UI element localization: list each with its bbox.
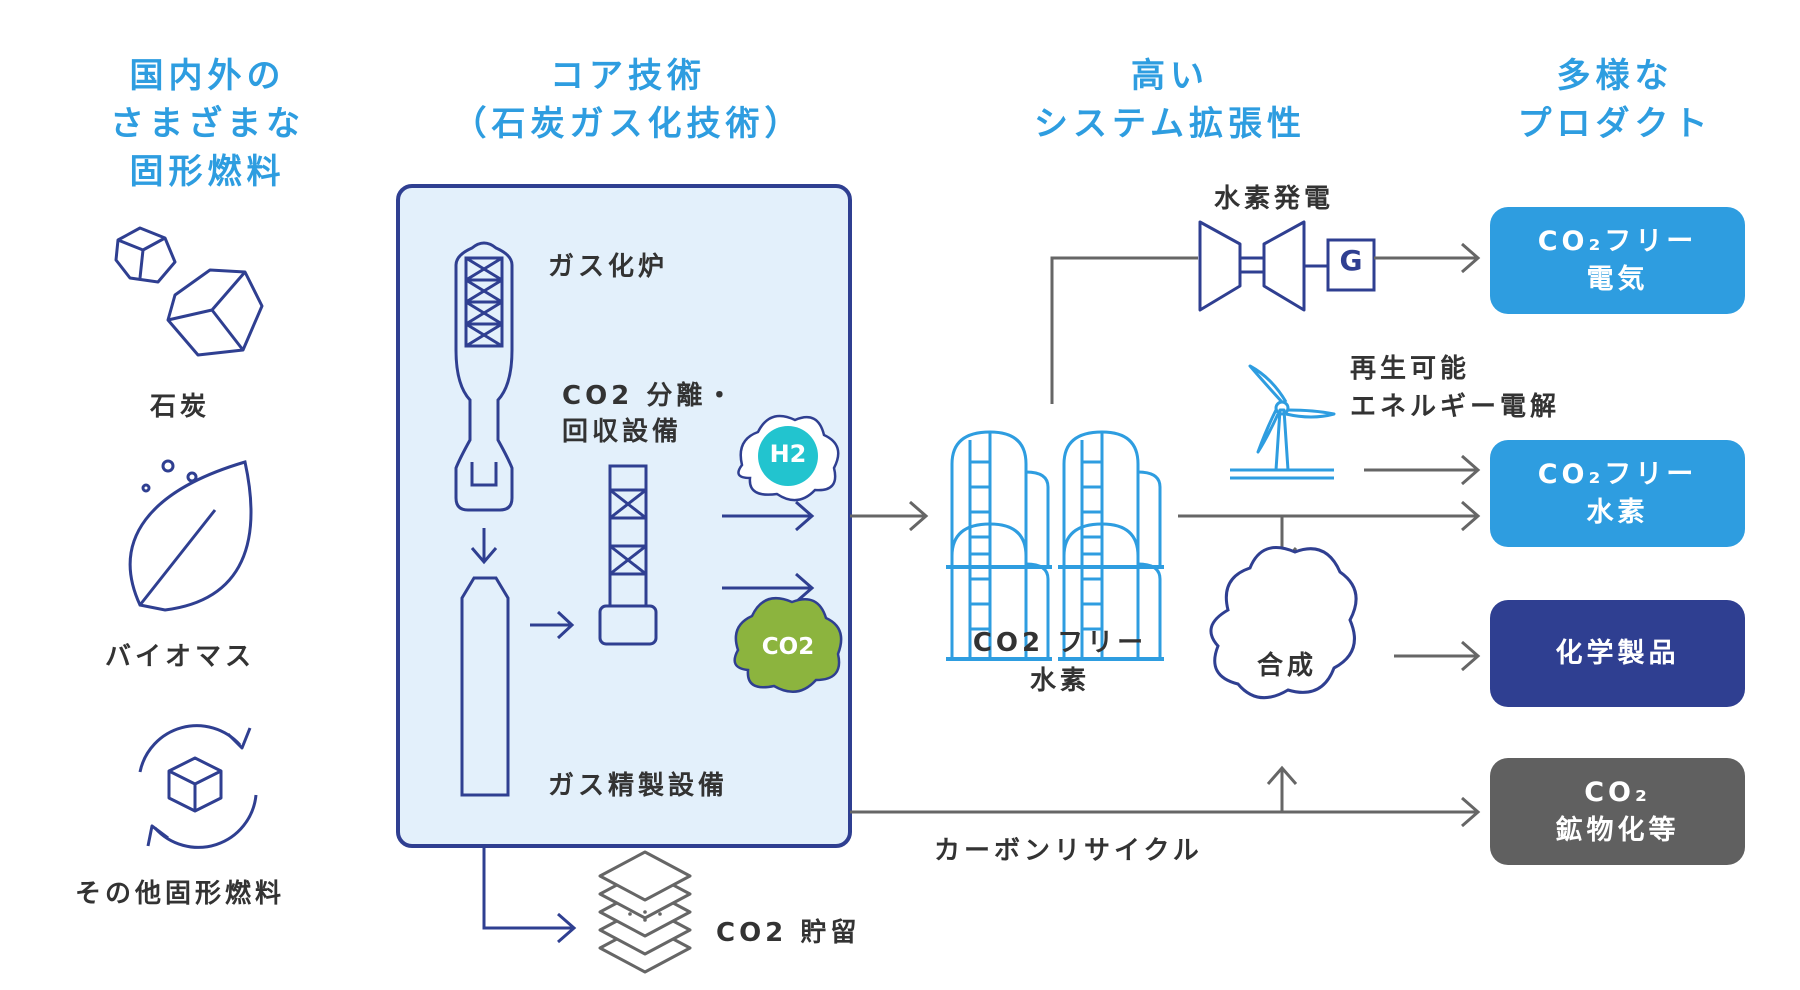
gasifier-label: ガス化炉 xyxy=(548,252,669,282)
gasifier-icon xyxy=(454,241,514,512)
heading-system-line1: 高い xyxy=(1131,56,1209,96)
product-co2free-electricity: CO₂フリー 電気 xyxy=(1490,207,1745,314)
synthesis-label: 合成 xyxy=(1256,651,1317,681)
heading-products-line1: 多様な xyxy=(1556,56,1674,96)
coal-icon xyxy=(114,226,264,357)
arrow-renewable-to-hydrogen xyxy=(1364,454,1481,486)
heading-core-line2: （石炭ガス化技術） xyxy=(452,104,804,144)
co2-storage-line xyxy=(482,846,577,944)
heading-fuels-line1: 国内外の xyxy=(129,56,286,96)
product-co2-mineralization-line1: CO₂ xyxy=(1584,776,1651,808)
heading-core-line1: コア技術 xyxy=(550,56,706,96)
heading-fuels-line3: 固形燃料 xyxy=(129,152,286,192)
hydrogen-power-label: 水素発電 xyxy=(1214,184,1335,214)
fuel-coal-label: 石炭 xyxy=(149,392,210,422)
co2-separation-label-line2: 回収設備 xyxy=(562,417,683,447)
synthesis-cloud-icon xyxy=(1209,546,1358,700)
turbine-icon xyxy=(1198,220,1328,312)
product-co2free-electricity-line1: CO₂フリー xyxy=(1537,225,1698,257)
product-co2free-hydrogen-line2: 水素 xyxy=(1586,496,1649,528)
wind-turbine-icon xyxy=(1230,364,1336,480)
generator-label: G xyxy=(1339,244,1363,277)
co2-separation-label: CO2 分離・ 回収設備 xyxy=(562,378,736,450)
renewable-label-line1: 再生可能 xyxy=(1350,354,1471,384)
arrow-to-electricity xyxy=(1374,242,1481,274)
heading-products: 多様な プロダクト xyxy=(1495,52,1735,148)
hydrogen-tanks-label: CO2 フリー 水素 xyxy=(950,624,1170,700)
arrow-gasifier-down xyxy=(470,528,498,565)
product-co2-mineralization-line2: 鉱物化等 xyxy=(1555,814,1680,846)
co2-cloud-icon xyxy=(733,597,843,693)
co2-storage-label: CO2 貯留 xyxy=(716,918,861,948)
hydrogen-tanks-label-line2: 水素 xyxy=(1029,666,1090,696)
h2-badge-label: H2 xyxy=(769,440,807,468)
hydrogen-power-line xyxy=(1050,256,1198,404)
product-co2free-hydrogen: CO₂フリー 水素 xyxy=(1490,440,1745,547)
co2-badge-label: CO2 xyxy=(761,634,815,660)
product-co2free-electricity-line2: 電気 xyxy=(1586,263,1649,295)
product-co2free-hydrogen-line1: CO₂フリー xyxy=(1537,458,1698,490)
carbon-recycle-line xyxy=(850,765,1481,828)
product-co2-mineralization: CO₂ 鉱物化等 xyxy=(1490,758,1745,865)
arrows-to-products-inner xyxy=(722,500,815,604)
product-chemicals: 化学製品 xyxy=(1490,600,1745,707)
fuel-other-label: その他固形燃料 xyxy=(74,879,285,909)
heading-fuels: 国内外の さまざまな 固形燃料 xyxy=(100,52,315,196)
co2-separation-tower-icon xyxy=(598,464,658,646)
heading-core: コア技術 （石炭ガス化技術） xyxy=(448,52,808,148)
leaf-icon xyxy=(128,459,253,612)
heading-system: 高い システム拡張性 xyxy=(1000,52,1340,148)
renewable-label: 再生可能 エネルギー電解 xyxy=(1350,350,1560,426)
co2-storage-icon xyxy=(598,850,692,974)
arrow-to-separation xyxy=(530,610,575,640)
h2-cloud-icon xyxy=(737,414,840,502)
heading-products-line2: プロダクト xyxy=(1517,104,1713,144)
heading-fuels-line2: さまざまな xyxy=(110,104,305,144)
generator-box xyxy=(1326,238,1376,292)
fuel-biomass-label: バイオマス xyxy=(104,642,255,672)
carbon-recycle-label: カーボンリサイクル xyxy=(934,836,1203,866)
gas-refine-label: ガス精製設備 xyxy=(548,771,729,801)
hydrogen-tanks-label-line1: CO2 フリー xyxy=(972,628,1148,658)
co2-separation-label-line1: CO2 分離・ xyxy=(562,381,737,411)
arrow-to-chemicals xyxy=(1394,640,1481,672)
gas-refine-column-icon xyxy=(460,576,510,797)
arrow-core-to-tanks xyxy=(850,500,929,532)
renewable-label-line2: エネルギー電解 xyxy=(1350,392,1561,422)
product-chemicals-line1: 化学製品 xyxy=(1555,637,1680,669)
recycle-cube-icon xyxy=(138,724,258,849)
heading-system-line2: システム拡張性 xyxy=(1034,104,1306,144)
